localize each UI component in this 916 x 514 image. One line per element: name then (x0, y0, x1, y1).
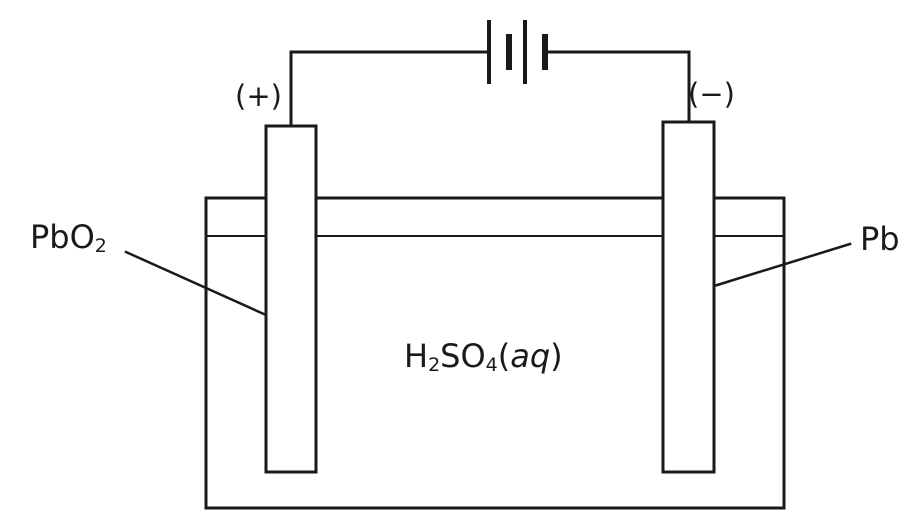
circuit-wire-left (289, 50, 490, 128)
electrolyte-h: H (404, 337, 428, 375)
electrode-left-label-subscript: 2 (95, 235, 107, 257)
negative-terminal-label: (−) (688, 77, 735, 111)
electrolyte-h-subscript: 2 (428, 354, 440, 376)
electrolyte-so: SO (440, 337, 486, 375)
electrode-left-label: PbO2 (30, 218, 107, 257)
leader-line-left (124, 250, 268, 317)
circuit-wire-right (544, 50, 691, 124)
leader-line-right (712, 242, 852, 288)
electrode-right-pb (661, 120, 716, 474)
battery-icon (487, 20, 548, 84)
electrode-left-label-base: PbO (30, 218, 95, 256)
positive-terminal-label: (+) (235, 79, 282, 113)
electrolyte-label: H2SO4(aq) (404, 337, 563, 376)
electrolyte-open-paren: ( (498, 337, 510, 375)
electrode-left-pbo2 (264, 124, 318, 474)
electrolyte-state: aq (510, 337, 550, 375)
beaker (204, 196, 786, 510)
electrolyte-close-paren: ) (550, 337, 562, 375)
electrolyte-so-subscript: 4 (486, 354, 498, 376)
electrode-right-label: Pb (860, 220, 900, 258)
